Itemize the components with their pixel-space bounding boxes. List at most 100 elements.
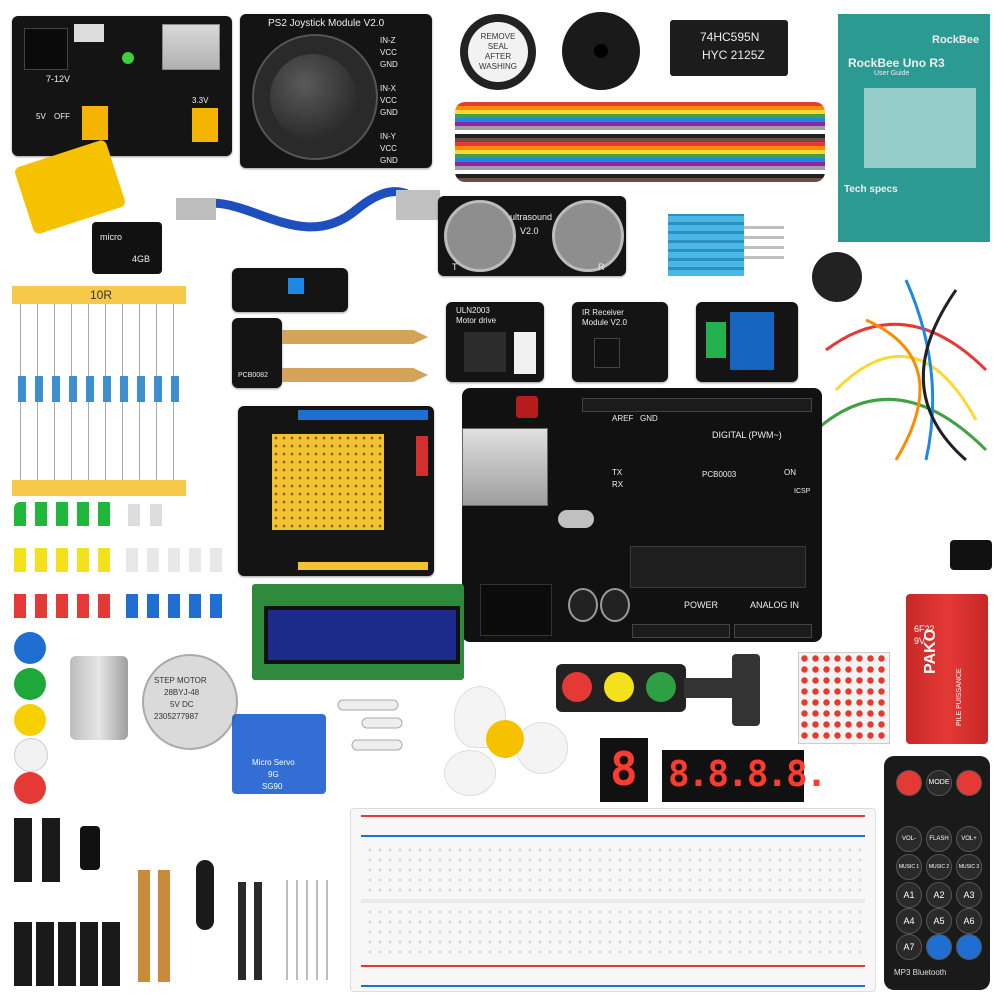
remote-mode-button[interactable]: MODE [926,770,952,796]
buzzer-sticker: REMOVE SEAL AFTER WASHING [468,22,528,82]
remote-a4-button[interactable]: A4 [896,908,922,934]
shield-red-button [416,436,428,476]
breadboard-power-module: 7-12V 5V OFF 3.3V [12,16,232,156]
switch [74,24,104,42]
jumper-label-5v: 5V [36,112,46,121]
remote-vol-plus-button[interactable]: VOL+ [956,826,982,852]
photoresistors [138,870,174,982]
joystick-module: PS2 Joystick Module V2.0 IN-Z VCC GND IN… [240,14,432,168]
usb-cable [176,187,441,232]
stepper-model: 28BYJ-48 [164,688,200,697]
remote-flash-button[interactable]: FLASH [926,826,952,852]
remote-a7-button[interactable]: A7 [896,934,922,960]
led-dot-matrix [798,652,890,744]
traffic-yellow [604,672,634,702]
sticker-text: WASHING [479,62,517,71]
icsp-label: ICSP [794,488,811,495]
fan-hub [486,720,524,758]
ultrasonic-sensor: ultrasound V2.0 T R [438,196,626,276]
remote-a1-button[interactable]: A1 [896,882,922,908]
battery-tagline: PILE PUISSANCE [956,668,963,726]
ir-receiver-subtitle: Module V2.0 [582,318,627,327]
led-row-blue [126,594,222,618]
usb-b-port [462,428,548,506]
mini-breadboard [272,434,384,530]
gnd-label: GND [640,414,658,423]
jumper-left [82,106,108,140]
sticker-text: SEAL [487,42,509,51]
dc-barrel-jack [480,584,552,636]
on-label: ON [784,468,796,477]
remote-music2-button[interactable]: MUSIC 2 [926,854,952,880]
micro-servo: Micro Servo 9G SG90 [232,714,326,794]
push-button-white [14,738,48,772]
shield-header-top [298,410,428,420]
traffic-green [646,672,676,702]
jumper-label-3v3: 3.3V [192,96,209,105]
transistor-row-bottom [14,922,122,986]
remote-music1-button[interactable]: MUSIC 1 [896,854,922,880]
pin-label: VCC [380,144,397,153]
crystal [558,510,594,528]
rx-label: RX [612,480,624,489]
resistor-tape-top [12,286,186,304]
ultrasound-right-mark: R [598,262,605,272]
transistor-row-top [14,818,64,882]
arduino-uno-board: AREF GND DIGITAL (PWM~) TX RX PCB0003 ON… [462,388,822,642]
remote-music3-button[interactable]: MUSIC 3 [956,854,982,880]
sticker-text: REMOVE [480,32,516,41]
diodes [286,880,336,980]
remote-vol-minus-button[interactable]: VOL- [896,826,922,852]
stepper-brand: STEP MOTOR [154,676,207,685]
manual-brand: RockBee [932,34,980,46]
remote-mute-button[interactable] [956,770,982,796]
remote-minus-button[interactable] [926,934,952,960]
remote-a5-button[interactable]: A5 [926,908,952,934]
pin-label: IN-Y [380,132,396,141]
led-indicator [122,52,134,64]
battery-brand: PAKO [922,628,939,674]
analog-header [734,624,812,638]
jumper-right [192,108,218,142]
aref-label: AREF [612,414,634,423]
remote-a3-button[interactable]: A3 [956,882,982,908]
sd-card: micro 4GB [92,222,162,274]
servo-horns [337,699,403,751]
quad-digits: 8.8.8.8. [668,754,827,795]
ir-led-pair [128,504,162,526]
pin-label: GND [380,60,398,69]
joystick-knob [270,54,356,140]
single-7seg-display: 8 [600,738,648,802]
breadboard [350,808,876,992]
resistor-tape-bottom [12,480,186,496]
capacitor [600,588,630,622]
dc-jack [24,28,68,70]
prototype-shield [238,406,434,576]
user-manual: RockBee RockBee Uno R3 User Guide Tech s… [838,14,990,242]
soil-probe-bottom [282,368,428,382]
remote-plus-button[interactable] [956,934,982,960]
push-button-green [14,668,46,700]
sticker-text: AFTER [484,52,512,61]
sound-sensor-module [232,268,348,312]
resistor-label: 10R [90,288,113,302]
led-row-yellow [14,548,114,572]
voltage-label: 7-12V [46,74,71,84]
terminal-strip-lower [365,907,861,957]
battery-model: 6F22 [914,624,935,634]
manual-illustration [864,88,976,168]
remote-power-button[interactable] [896,770,922,796]
motor-driver-subtitle: Motor drive [456,316,497,325]
remote-a6-button[interactable]: A6 [956,908,982,934]
chip-label-1: 74HC595N [700,30,760,44]
servo-label: Micro Servo [252,758,295,767]
passive-buzzer: REMOVE SEAL AFTER WASHING [460,14,536,90]
usb-a-port [162,24,220,70]
push-button-blue [14,632,46,664]
remote-a2-button[interactable]: A2 [926,882,952,908]
resistor-bodies [18,376,182,402]
manual-subtitle: User Guide [874,70,910,77]
digital-label: DIGITAL (PWM~) [712,430,782,440]
battery-snap [950,540,992,570]
battery-voltage: 9V [914,636,926,646]
